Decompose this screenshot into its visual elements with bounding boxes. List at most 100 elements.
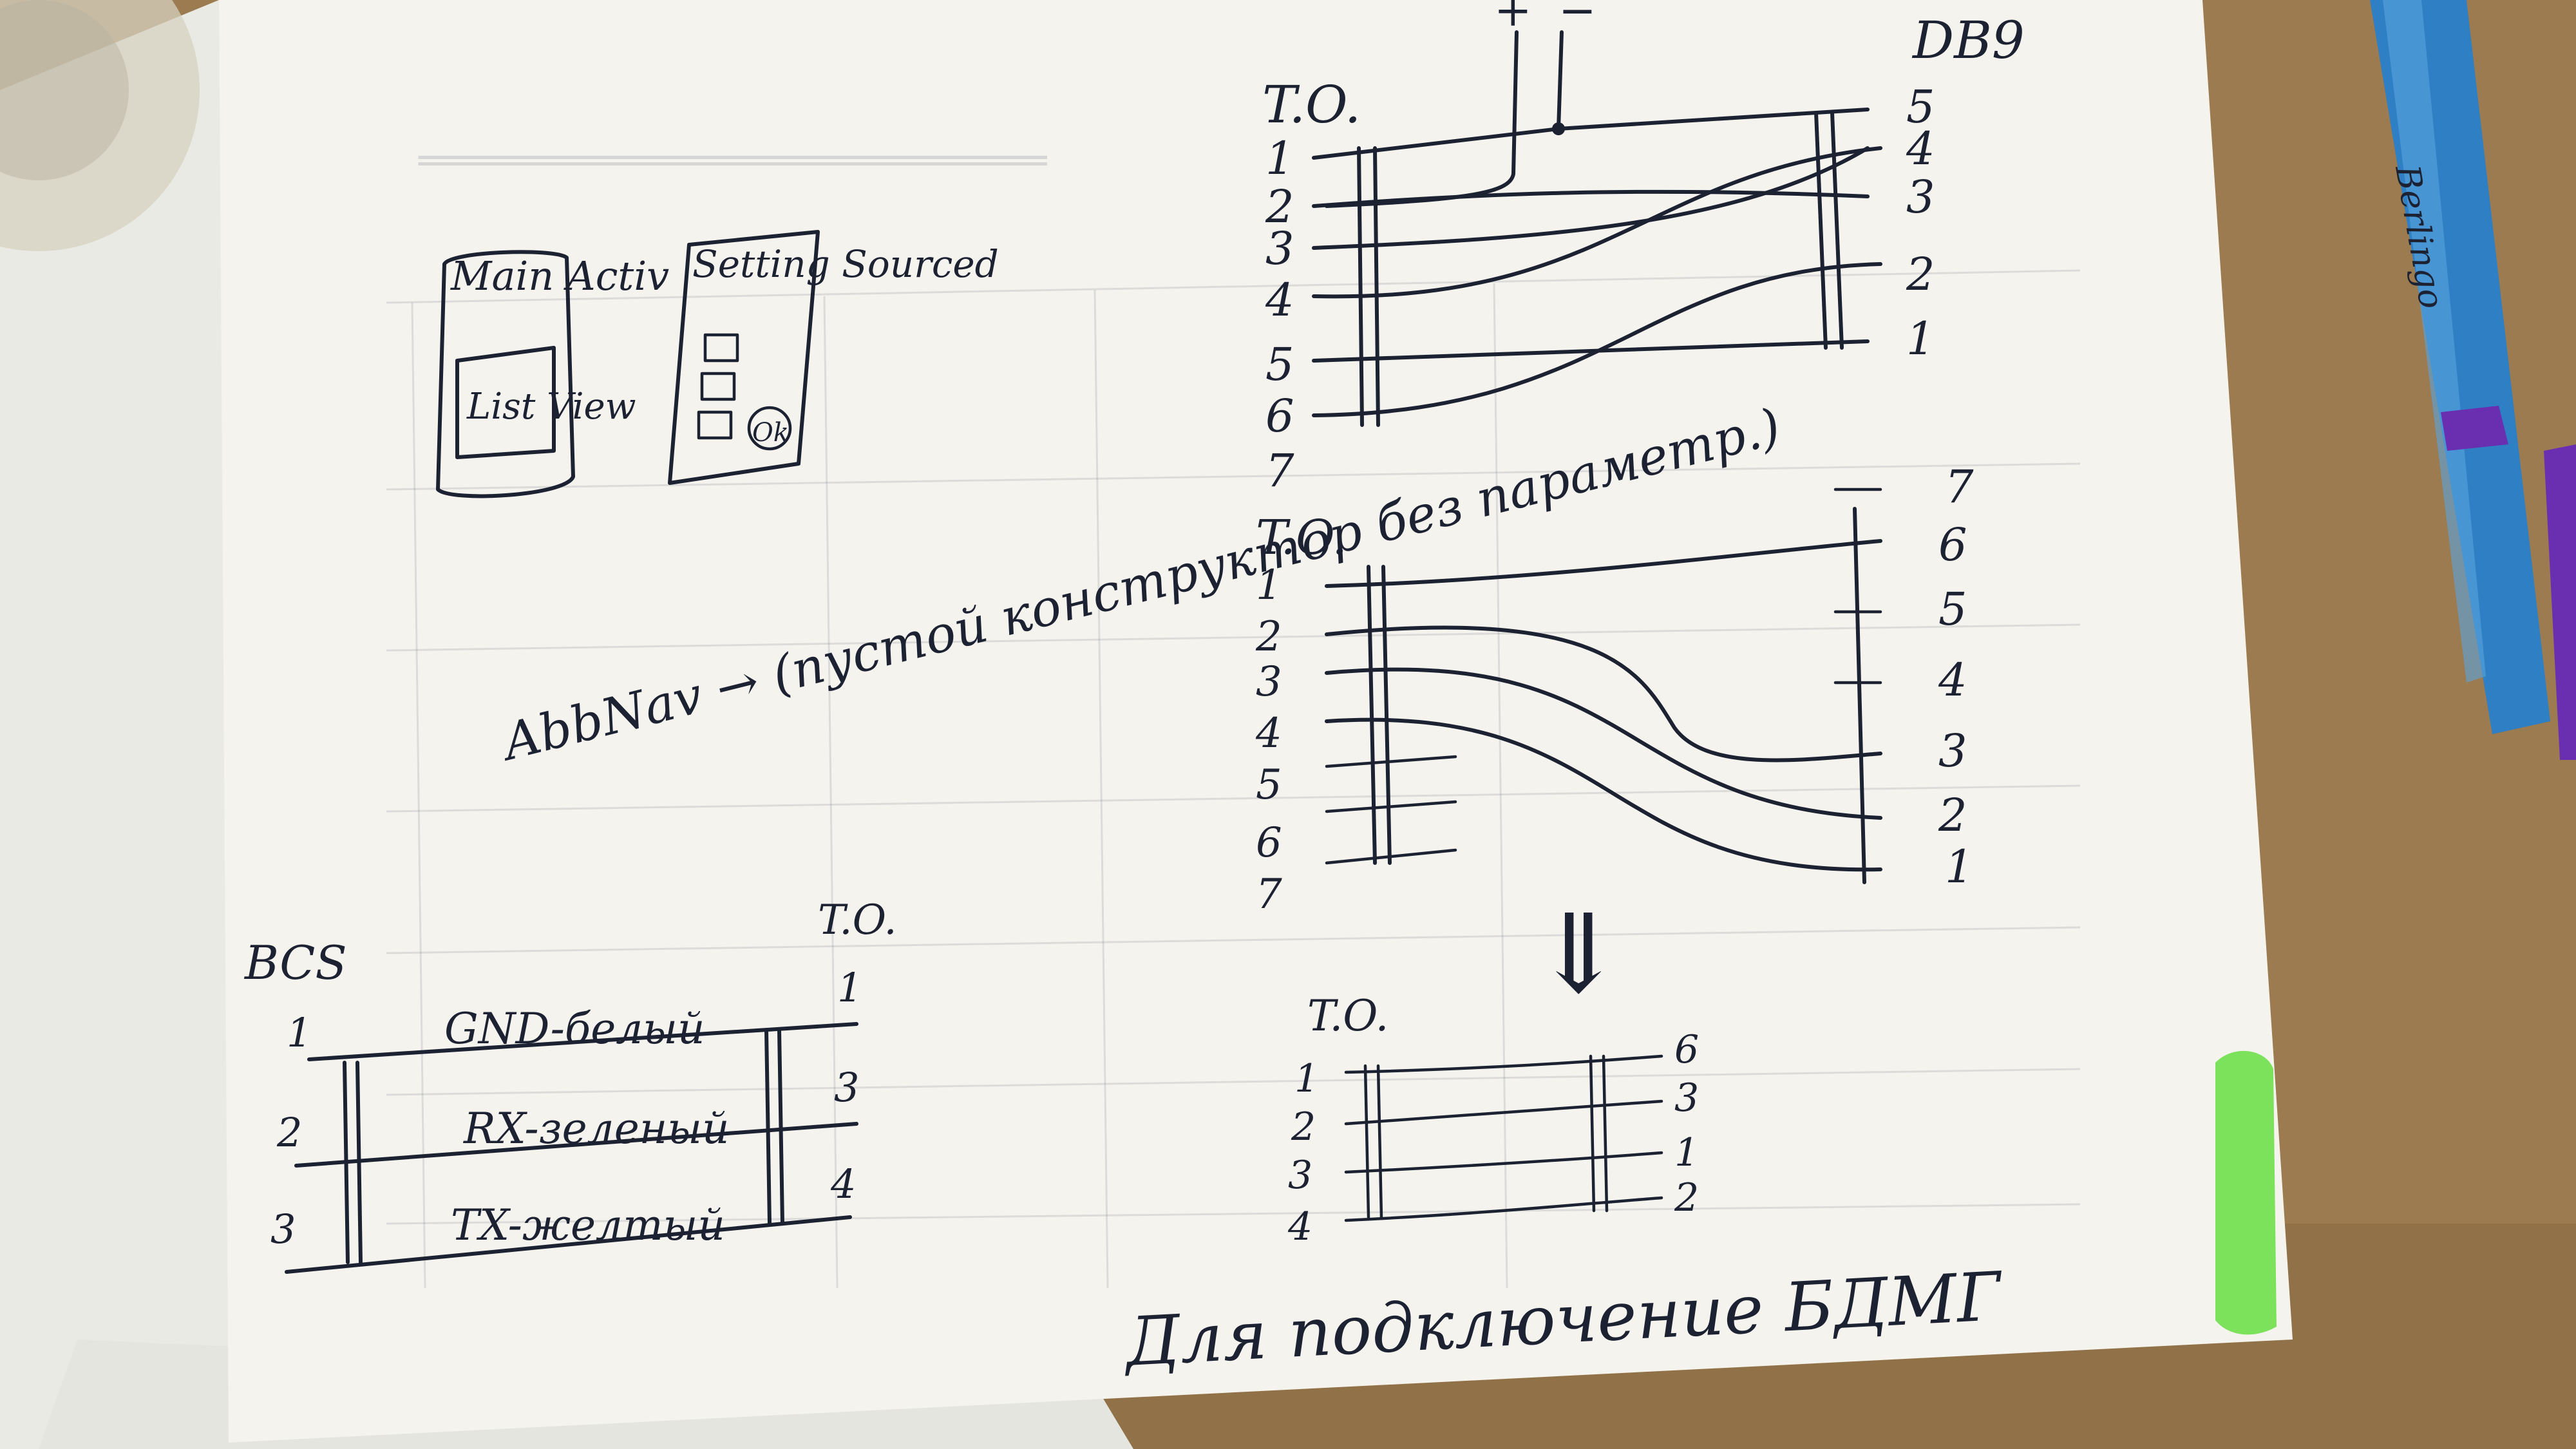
bottom-right-pin-1: 1 (1674, 1130, 1699, 1175)
bottom-left-pin-3: 3 (1288, 1153, 1312, 1198)
mid-left-pin-6: 6 (1256, 819, 1282, 867)
wire-label-rx: RX-зеленый (463, 1104, 730, 1153)
left-pin-2: 2 (276, 1109, 302, 1156)
top-left-title: T.O. (1262, 75, 1361, 135)
screen2-frame (668, 230, 820, 485)
bottom-wire-3 (1344, 1151, 1663, 1174)
mid-wire-1 (1325, 539, 1882, 588)
top-left-pin-7: 7 (1265, 444, 1294, 497)
top-wire-d (1312, 146, 1882, 299)
layout-sketch: Main Activ List View Setting Sourced Ok (436, 230, 999, 498)
top-right-bus-1 (1814, 111, 1828, 350)
top-right-pin-1: 1 (1906, 312, 1935, 365)
bottom-wire-4 (1344, 1196, 1663, 1222)
mid-right-pin-6: 6 (1938, 518, 1967, 571)
bottom-left-pin-2: 2 (1291, 1104, 1316, 1150)
right-bus-2 (777, 1028, 784, 1226)
right-pin-1: 1 (837, 964, 862, 1011)
bottom-right-pin-6: 6 (1674, 1027, 1699, 1072)
bottom-right-bus-1 (1589, 1054, 1596, 1213)
mid-right-bus (1853, 507, 1866, 884)
top-left-pin-6: 6 (1265, 390, 1294, 442)
mid-right-pin-5: 5 (1938, 583, 1967, 636)
top-left-pin-1: 1 (1265, 132, 1294, 185)
top-left-pin-5: 5 (1265, 338, 1294, 391)
mid-left-pin-2: 2 (1255, 613, 1282, 661)
ok-button-sketch (747, 406, 792, 451)
right-bus-1 (764, 1028, 772, 1226)
mid-left-pin-7: 7 (1256, 871, 1282, 918)
bottom-right-pin-3: 3 (1674, 1075, 1699, 1121)
mid-left-title: T.O. (1256, 510, 1347, 565)
diagram-middle: T.O. 1 2 3 4 5 6 7 7 6 5 4 3 2 1 (1255, 460, 1974, 918)
mid-right-pin-1: 1 (1945, 840, 1974, 893)
top-right-pin-5: 5 (1906, 80, 1935, 133)
mid-right-pin-4: 4 (1938, 654, 1967, 706)
left-wire-gnd (307, 1022, 858, 1061)
bottom-left-bus-2 (1376, 1064, 1383, 1219)
mid-wire-4 (1325, 717, 1882, 872)
top-left-bus-1 (1357, 146, 1364, 427)
right-pin-3: 3 (834, 1064, 859, 1111)
top-wire-f (1312, 262, 1882, 417)
mid-left-bus-2 (1381, 565, 1392, 865)
top-wire-a (1312, 108, 1870, 160)
bottom-wire-1 (1344, 1054, 1663, 1074)
power-minus: − (1558, 0, 1596, 37)
settings-checkbox-2 (700, 372, 736, 401)
mid-left-bus-1 (1367, 565, 1377, 865)
list-view-label: List View (466, 386, 636, 428)
left-wire-rx (294, 1122, 858, 1168)
top-right-pin-2: 2 (1906, 248, 1935, 301)
top-right-bus-2 (1830, 111, 1844, 350)
mid-right-pin-3: 3 (1938, 724, 1967, 777)
list-view-box (455, 346, 556, 459)
bottom-right-pin-2: 2 (1674, 1175, 1699, 1220)
down-arrow-icon: ⇓ (1533, 891, 1624, 1018)
diagram-top: T.O. DB9 + − 1 2 3 4 5 6 7 5 4 3 2 1 (1262, 0, 2025, 497)
bottom-left-title: T.O. (1307, 991, 1389, 1041)
bottom-left-bus-1 (1363, 1064, 1370, 1219)
top-right-title: DB9 (1911, 10, 2025, 70)
power-plus: + (1494, 0, 1532, 37)
bottom-left-pin-4: 4 (1287, 1204, 1312, 1249)
screen2-label: Setting Sourced (692, 242, 999, 286)
blue-pen: Berlingo (2370, 0, 2576, 760)
top-left-pin-3: 3 (1265, 222, 1294, 275)
left-pin-1: 1 (287, 1009, 312, 1056)
ok-button-label: Ok (752, 418, 789, 448)
mid-wire-5 (1325, 755, 1457, 768)
mid-wire-3 (1325, 667, 1882, 820)
settings-checkbox-3 (697, 410, 733, 440)
faded-table: ═══════════════════════════ (386, 138, 2081, 1289)
wire-label-tx: TX-желтый (451, 1200, 725, 1250)
mid-wire-2 (1325, 625, 1882, 762)
mid-left-pin-4: 4 (1255, 710, 1282, 757)
diagram-bottom: T.O. 1 2 3 4 6 3 1 2 (1287, 991, 1699, 1249)
left-diagram-title: BCS (243, 936, 347, 990)
right-pin-4: 4 (830, 1160, 856, 1208)
top-wire-c (1312, 146, 1870, 250)
mid-left-pin-1: 1 (1256, 562, 1282, 609)
bottom-right-bus-2 (1602, 1054, 1609, 1213)
faded-text-line: ═══════════════════════════ (418, 138, 1047, 184)
wire-label-gnd: GND-белый (444, 1004, 705, 1054)
top-left-bus-2 (1373, 146, 1380, 427)
left-diagram-right-title: T.O. (818, 896, 897, 944)
top-wire-e (1312, 339, 1870, 363)
top-left-pin-4: 4 (1265, 274, 1294, 327)
screen1-frame (436, 250, 575, 498)
mid-left-pin-5: 5 (1256, 761, 1282, 809)
top-wire-b (1312, 189, 1870, 208)
mid-left-pin-3: 3 (1256, 658, 1282, 706)
mid-right-pin-2: 2 (1938, 789, 1967, 842)
top-right-pin-3: 3 (1906, 171, 1935, 223)
screen1-label: Main Activ (450, 252, 669, 299)
bottom-wire-2 (1344, 1099, 1663, 1126)
settings-checkbox-1 (703, 333, 739, 363)
power-wire-minus (1557, 30, 1564, 131)
mid-right-pin-7: 7 (1945, 460, 1974, 513)
bottom-left-pin-1: 1 (1294, 1056, 1319, 1101)
mid-wire-7 (1325, 848, 1457, 865)
